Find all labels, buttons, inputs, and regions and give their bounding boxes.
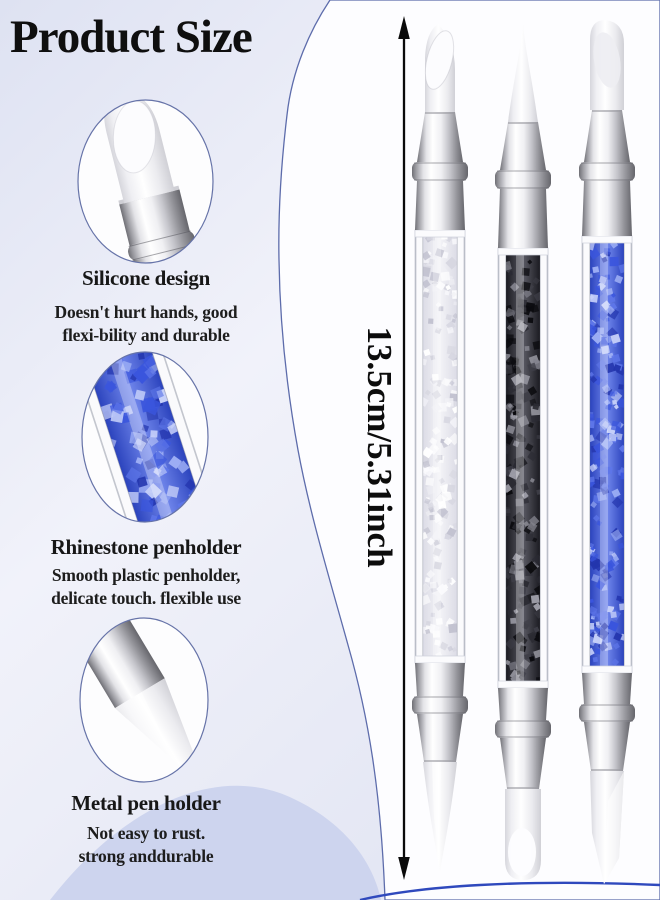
background-blob (278, 0, 660, 900)
background-wave (50, 785, 381, 900)
pen-white-rhinestone (412, 24, 468, 872)
dimension-arrow (398, 16, 410, 880)
feature-line: Smooth plastic penholder, (51, 565, 241, 585)
silicone-tip-closeup-icon (104, 100, 201, 263)
dimension-label: 13.5cm/5.31inch (360, 326, 399, 568)
feature-heading-rhinestone: Rhinestone penholder (50, 535, 242, 559)
pen-blue-rhinestone (579, 20, 635, 884)
feature-line: flexi-bility and durable (62, 325, 230, 345)
feature-line: delicate touch. flexible use (51, 588, 241, 608)
callout-ring-1 (77, 99, 214, 264)
page-title: Product Size (10, 11, 253, 63)
pen-black-rhinestone (495, 24, 551, 880)
callout-ring-2 (81, 351, 209, 523)
feature-line: strong anddurable (78, 846, 214, 866)
feature-heading-metal: Metal pen holder (71, 791, 221, 815)
swoosh-line (359, 881, 660, 900)
feature-heading-silicone: Silicone design (82, 266, 210, 290)
feature-line: Doesn't hurt hands, good (54, 302, 238, 322)
callout-ring-3 (79, 617, 209, 783)
feature-line: Not easy to rust. (86, 823, 206, 843)
